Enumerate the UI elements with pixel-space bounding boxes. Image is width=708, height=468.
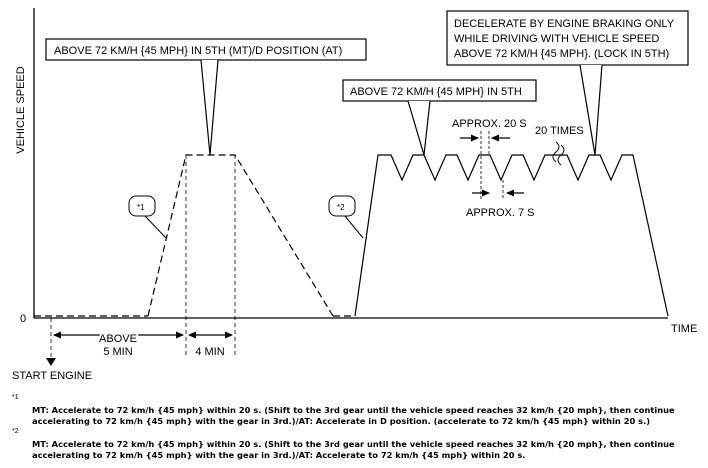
footnote-1-line-2: accelerating to 72 km/h {45 mph} with th… [32,416,651,426]
times-20-label: 20 TIMES [535,125,584,137]
footnote-2-line-1: MT: Accelerate to 72 km/h {45 mph} withi… [32,439,675,449]
callout-mid-text: ABOVE 72 KM/H {45 MPH} IN 5TH [350,86,522,98]
origin-label: 0 [20,313,26,325]
start-engine-label: START ENGINE [12,370,92,382]
approx-20s-label: APPROX. 20 S [452,118,527,130]
above-5min-line-2: 5 MIN [103,346,132,358]
callout-right-line-2: WHILE DRIVING WITH VEHICLE SPEED [454,33,659,45]
tag-1-text: *1 [137,203,145,212]
tag-2-leader [344,215,364,239]
footnote-1-mark: *1 [12,394,19,401]
break-mark [552,141,565,166]
callout-mid-pointer [407,100,431,156]
callout-right-pointer [579,64,603,156]
tag-1-box [128,195,156,217]
y-axis-label: VEHICLE SPEED [15,66,27,153]
tag-1-leader [144,215,167,239]
tag-2-text: *2 [337,203,345,212]
x-axis-label: TIME [671,323,697,335]
footnote-1-line-1: MT: Accelerate to 72 km/h {45 mph} withi… [32,405,675,415]
start-engine-marker [46,358,56,366]
callout-left-pointer [200,59,219,156]
callout-right-box [446,10,689,66]
callout-left-text: ABOVE 72 KM/H {45 MPH} IN 5TH (MT)/D POS… [54,45,342,57]
footnote-2-mark: *2 [12,428,19,435]
footnote-2-line-2: accelerating to 72 km/h {45 mph} with th… [32,450,526,460]
four-min-label: 4 MIN [195,346,224,358]
drive-cycle-diagram: VEHICLE SPEED TIME 0 ABOVE 72 KM/H {45 M… [12,8,697,382]
tag-2-box [328,195,356,217]
callout-mid-box [342,79,537,102]
approx-7s-label: APPROX. 7 S [466,207,534,219]
speed-profile-1 [147,154,334,317]
speed-profile-2 [354,154,669,317]
callout-right-line-3: ABOVE 72 KM/H {45 MPH}. (LOCK IN 5TH) [454,48,669,60]
above-5min-line-1: ABOVE [99,333,137,345]
callout-right-line-1: DECELERATE BY ENGINE BRAKING ONLY [454,18,675,30]
